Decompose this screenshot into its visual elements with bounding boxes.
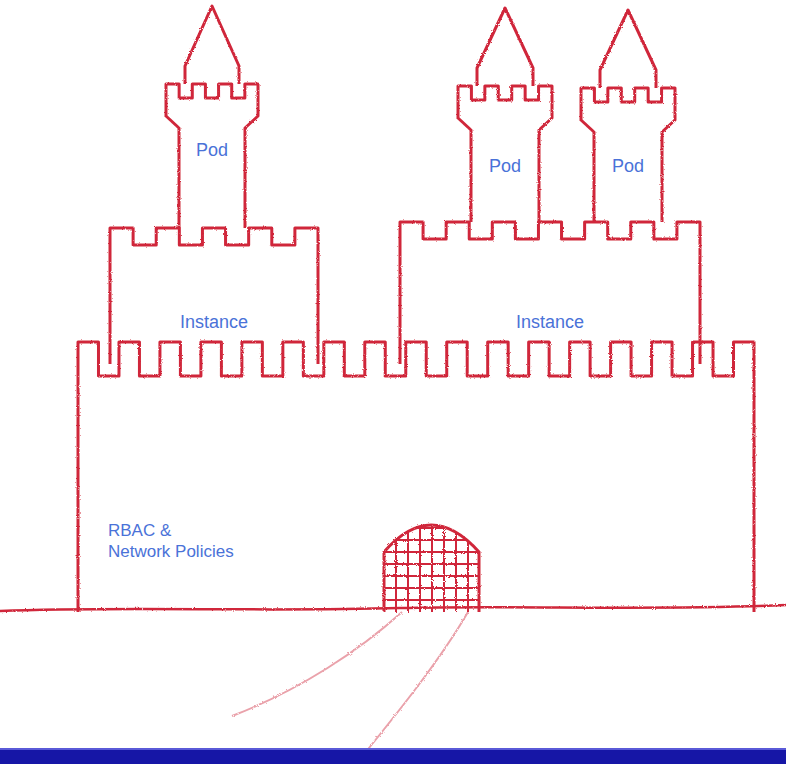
pod-label: Pod xyxy=(163,140,261,161)
portcullis-gate xyxy=(380,505,485,612)
ground-line xyxy=(0,605,786,611)
outline-stroke xyxy=(185,6,239,84)
outline-stroke xyxy=(110,228,318,364)
node-outline xyxy=(163,6,261,228)
pod-tower: Pod xyxy=(455,8,555,222)
instance-keep: InstancePod xyxy=(110,228,318,364)
node-outline xyxy=(578,10,678,222)
instance-label: Instance xyxy=(400,312,700,333)
node-outline xyxy=(110,228,318,364)
pod-tower: Pod xyxy=(578,10,678,222)
pod-tower: Pod xyxy=(163,6,261,228)
outline-stroke xyxy=(458,86,552,222)
instance-keep: InstancePodPod xyxy=(400,222,700,364)
footer-bar xyxy=(0,748,786,764)
road-line xyxy=(356,612,468,764)
wall-label: RBAC & Network Policies xyxy=(108,520,236,562)
road-line xyxy=(232,612,402,716)
outline-stroke xyxy=(78,342,754,612)
instance-label: Instance xyxy=(110,312,318,333)
castle-wall: RBAC & Network PoliciesInstancePodInstan… xyxy=(78,342,754,612)
pod-label: Pod xyxy=(455,156,555,177)
outline-stroke xyxy=(600,10,656,88)
outline-stroke xyxy=(477,8,533,86)
outline-stroke xyxy=(581,88,675,222)
node-outline xyxy=(78,342,754,612)
outline-stroke xyxy=(400,222,700,364)
footer-bar-line xyxy=(0,748,786,750)
pod-label: Pod xyxy=(578,156,678,177)
node-outline xyxy=(455,8,555,222)
node-outline xyxy=(400,222,700,364)
